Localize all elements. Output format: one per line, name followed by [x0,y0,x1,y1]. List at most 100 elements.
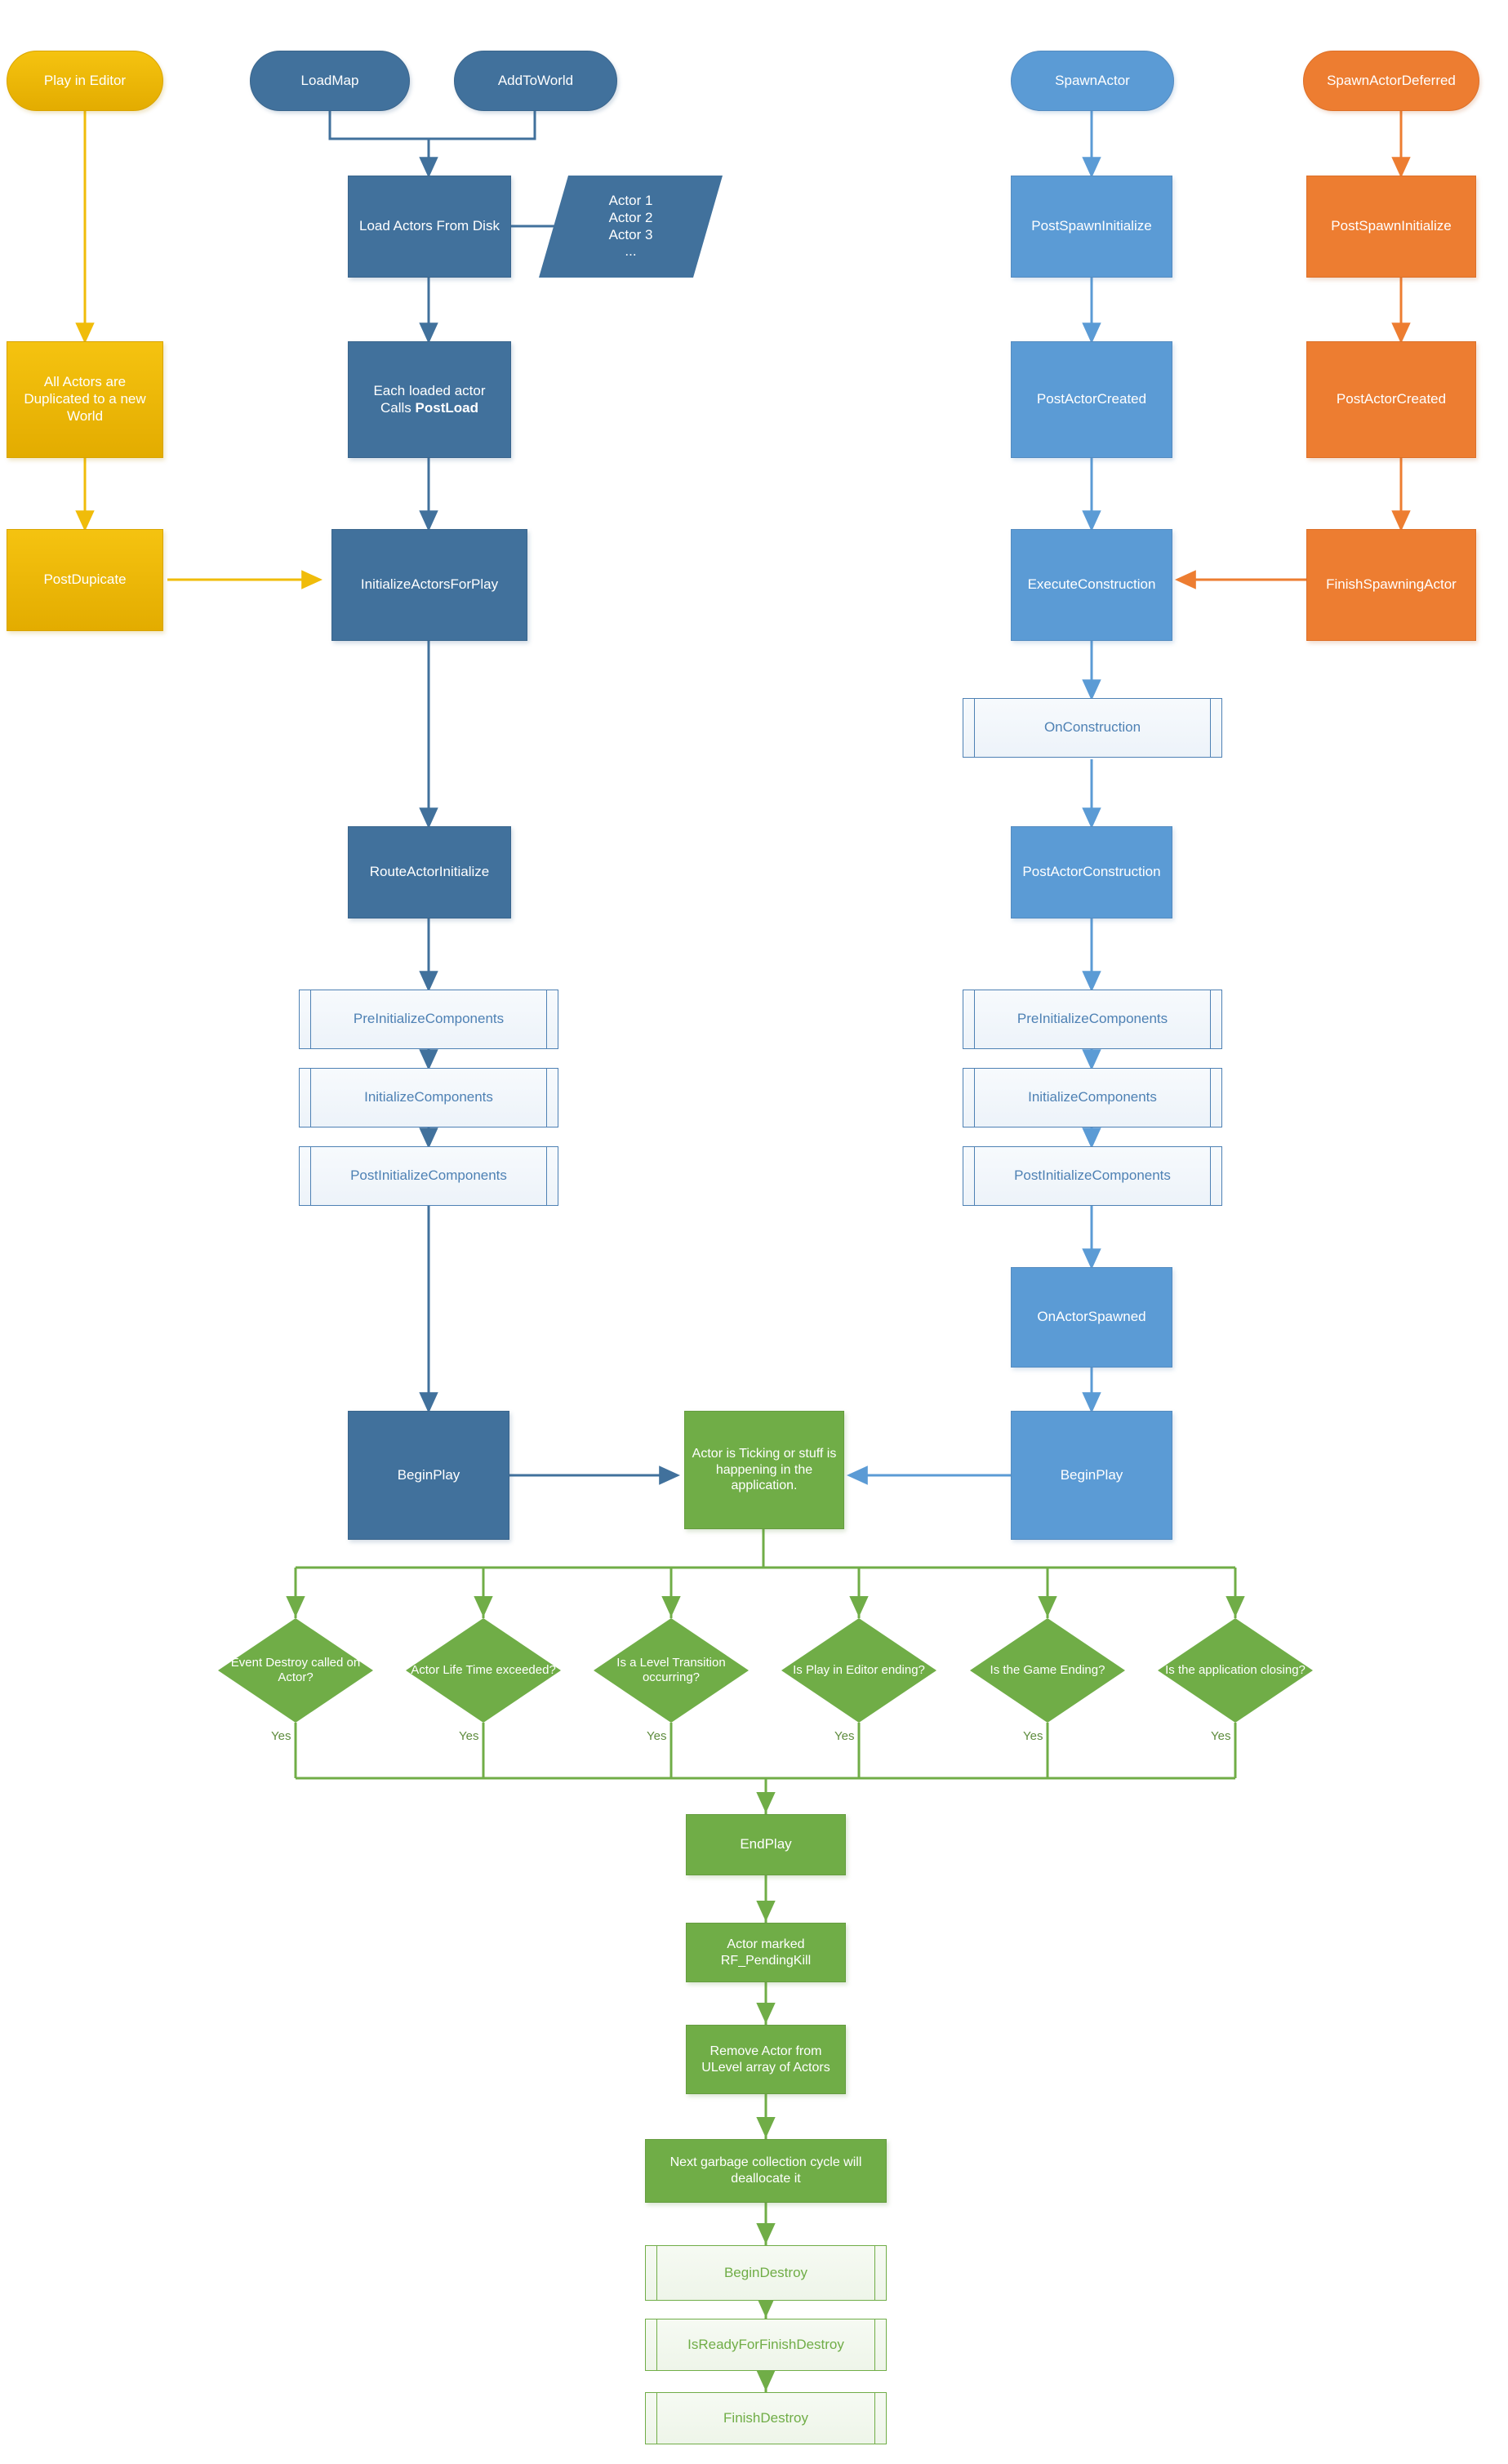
node-label: Next garbage collection cycle will deall… [669,2155,862,2186]
node-finish-spawning-actor[interactable]: FinishSpawningActor [1306,529,1476,641]
node-label: PreInitializeComponents [353,1011,505,1027]
node-pre-initialize-components-right[interactable]: PreInitializeComponents [963,990,1222,1049]
node-label: ExecuteConstruction [1027,576,1156,593]
node-initialize-actors-for-play[interactable]: InitializeActorsForPlay [331,529,527,641]
node-initialize-components-left[interactable]: InitializeComponents [299,1068,558,1127]
node-label: BeginPlay [1060,1466,1123,1483]
node-post-actor-created-blue[interactable]: PostActorCreated [1011,341,1172,458]
node-all-actors-duplicated[interactable]: All Actors are Duplicated to a new World [7,341,163,458]
node-label: PostActorCreated [1036,391,1147,407]
node-finish-destroy[interactable]: FinishDestroy [645,2392,887,2444]
node-label: IsReadyForFinishDestroy [687,2336,844,2352]
decision-event-destroy-called[interactable]: Event Destroy called on Actor? [218,1618,373,1723]
node-load-map[interactable]: LoadMap [250,51,410,111]
actor-list-line-2: Actor 2 [608,209,653,225]
node-label: BeginDestroy [723,2264,808,2280]
decision-label: Is Play in Editor ending? [793,1662,925,1677]
node-label: PostInitializeComponents [1014,1168,1171,1184]
node-on-construction[interactable]: OnConstruction [963,698,1222,758]
node-label: PostInitializeComponents [350,1168,507,1184]
decision-answer-application-closing: Yes [1211,1729,1231,1743]
node-post-spawn-initialize-blue[interactable]: PostSpawnInitialize [1011,176,1172,278]
decision-label: Actor Life Time exceeded? [411,1662,556,1677]
node-label: Actor is Ticking or stuff is happening i… [692,1447,837,1493]
node-begin-play-right[interactable]: BeginPlay [1011,1411,1172,1540]
node-post-dupicate[interactable]: PostDupicate [7,529,163,631]
node-label: OnConstruction [1043,719,1141,736]
node-label: SpawnActorDeferred [1327,72,1456,88]
node-label: InitializeActorsForPlay [360,576,499,593]
node-label: PostActorCreated [1336,391,1447,407]
node-each-loaded-actor-postload[interactable]: Each loaded actor Calls PostLoad [348,341,511,458]
decision-label: Is the application closing? [1165,1662,1306,1677]
node-post-actor-construction[interactable]: PostActorConstruction [1011,826,1172,918]
node-label: SpawnActor [1055,72,1130,88]
node-spawn-actor[interactable]: SpawnActor [1011,51,1174,111]
node-end-play[interactable]: EndPlay [686,1814,846,1875]
node-play-in-editor[interactable]: Play in Editor [7,51,163,111]
node-label: Actor 1 Actor 2 Actor 3 ... [539,193,723,260]
node-post-actor-created-orange[interactable]: PostActorCreated [1306,341,1476,458]
each-loaded-actor-line-1: Each loaded actor [373,382,486,398]
node-label: LoadMap [300,72,359,88]
node-spawn-actor-deferred[interactable]: SpawnActorDeferred [1303,51,1479,111]
node-label: PostSpawnInitialize [1031,218,1152,234]
node-label: AddToWorld [497,72,574,88]
decision-play-in-editor-ending[interactable]: Is Play in Editor ending? [781,1618,936,1723]
decision-label: Is a Level Transition occurring? [616,1655,726,1684]
node-post-initialize-components-left[interactable]: PostInitializeComponents [299,1146,558,1206]
node-begin-play-left[interactable]: BeginPlay [348,1411,509,1540]
node-actor-marked-pendingkill[interactable]: Actor marked RF_PendingKill [686,1923,846,1982]
actor-list-line-1: Actor 1 [608,193,653,209]
node-label: All Actors are Duplicated to a new World [24,374,146,424]
node-label: PostDupicate [43,572,127,588]
decision-answer-level-transition: Yes [647,1729,667,1743]
decision-answer-play-in-editor: Yes [834,1729,855,1743]
node-label: BeginPlay [397,1466,460,1483]
node-post-initialize-components-right[interactable]: PostInitializeComponents [963,1146,1222,1206]
node-route-actor-initialize[interactable]: RouteActorInitialize [348,826,511,918]
node-label: InitializeComponents [364,1089,493,1105]
decision-level-transition-occurring[interactable]: Is a Level Transition occurring? [594,1618,749,1723]
decision-label: Event Destroy called on Actor? [230,1655,361,1684]
node-label: PreInitializeComponents [1016,1011,1168,1027]
node-next-gc-cycle[interactable]: Next garbage collection cycle will deall… [645,2139,887,2203]
decision-answer-game-ending: Yes [1023,1729,1043,1743]
decision-answer-actor-life-time: Yes [459,1729,479,1743]
actor-list-line-3: Actor 3 [608,226,653,242]
node-add-to-world[interactable]: AddToWorld [454,51,617,111]
node-post-spawn-initialize-orange[interactable]: PostSpawnInitialize [1306,176,1476,278]
node-label: FinishSpawningActor [1326,576,1457,593]
node-label: PostSpawnInitialize [1331,218,1452,234]
node-label: Remove Actor from ULevel array of Actors [701,2044,830,2075]
decision-answer-event-destroy: Yes [271,1729,291,1743]
node-label: PostActorConstruction [1022,864,1161,880]
node-label: OnActorSpawned [1037,1309,1146,1325]
postload-call: PostLoad [415,399,478,416]
decision-label: Is the Game Ending? [990,1662,1105,1677]
node-load-actors-from-disk[interactable]: Load Actors From Disk [348,176,511,278]
node-actor-is-ticking[interactable]: Actor is Ticking or stuff is happening i… [684,1411,844,1529]
node-on-actor-spawned[interactable]: OnActorSpawned [1011,1267,1172,1368]
each-loaded-actor-line-2: Calls [380,399,416,416]
node-pre-initialize-components-left[interactable]: PreInitializeComponents [299,990,558,1049]
decision-application-closing[interactable]: Is the application closing? [1158,1618,1313,1723]
node-label: EndPlay [740,1836,792,1852]
node-label: Actor marked RF_PendingKill [720,1937,812,1968]
node-label: Play in Editor [43,72,127,88]
node-begin-destroy[interactable]: BeginDestroy [645,2245,887,2301]
node-label: FinishDestroy [723,2409,808,2426]
decision-game-ending[interactable]: Is the Game Ending? [970,1618,1125,1723]
node-label: Load Actors From Disk [359,218,500,234]
node-actor-list-data: Actor 1 Actor 2 Actor 3 ... [539,176,723,278]
node-remove-actor-from-ulevel[interactable]: Remove Actor from ULevel array of Actors [686,2025,846,2094]
node-is-ready-for-finish-destroy[interactable]: IsReadyForFinishDestroy [645,2319,887,2371]
node-label: InitializeComponents [1028,1089,1157,1105]
node-initialize-components-right[interactable]: InitializeComponents [963,1068,1222,1127]
node-execute-construction[interactable]: ExecuteConstruction [1011,529,1172,641]
decision-actor-life-time-exceeded[interactable]: Actor Life Time exceeded? [406,1618,561,1723]
actor-list-line-4: ... [625,243,637,260]
node-label: RouteActorInitialize [369,864,490,880]
